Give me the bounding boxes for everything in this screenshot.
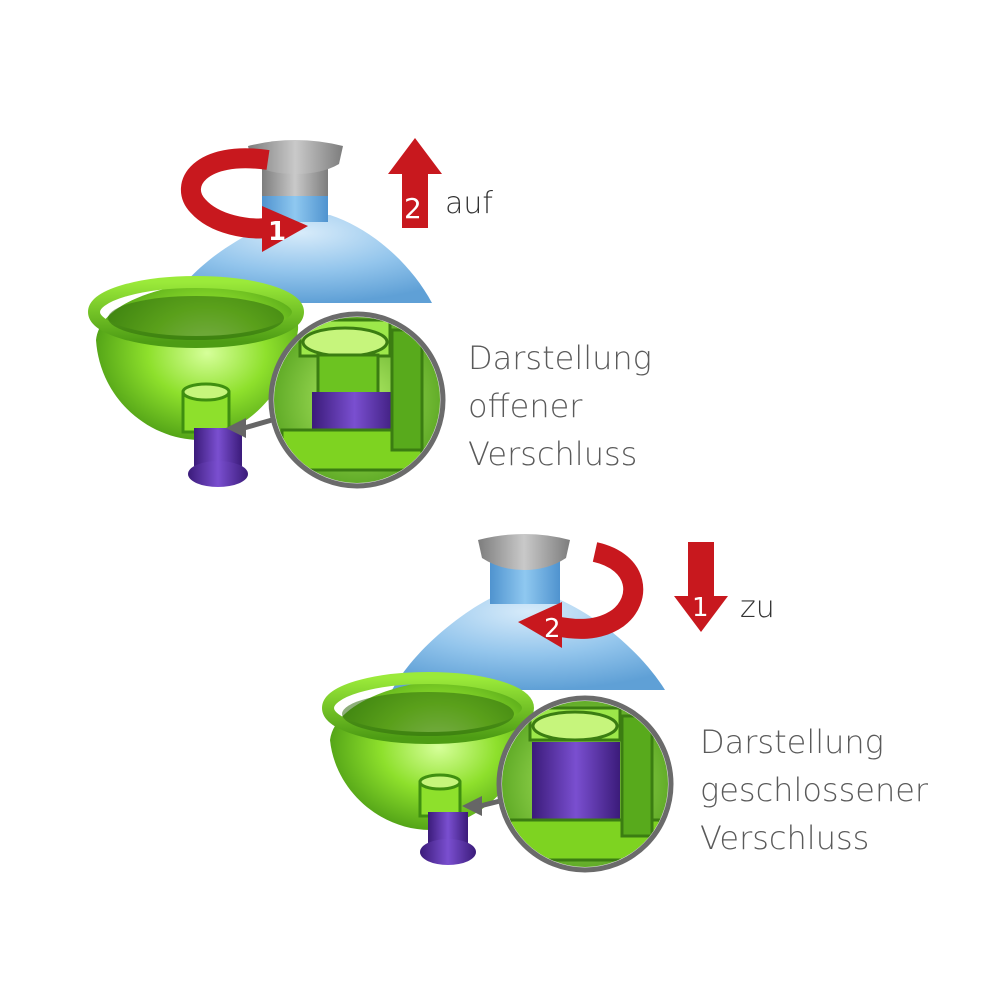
grey-top xyxy=(478,534,570,570)
open-description-line-3: Verschluss xyxy=(468,435,638,473)
open-description: Darstellung offener Verschluss xyxy=(468,334,652,478)
closed-description-line-2: geschlossener xyxy=(700,771,929,809)
open-action-label: auf xyxy=(445,186,493,221)
open-zoom-detail xyxy=(268,311,446,489)
closed-description-line-1: Darstellung xyxy=(700,723,884,761)
step-number-rotate: 1 xyxy=(268,217,286,247)
closed-description: Darstellung geschlossener Verschluss xyxy=(700,718,928,862)
closed-green-bowl xyxy=(322,672,534,865)
closed-action-label: zu xyxy=(740,590,775,625)
rotate-arrow-icon: 1 xyxy=(180,148,308,252)
step-number-arrow: 1 xyxy=(692,593,709,623)
rotate-arrow-icon: 2 xyxy=(518,542,644,648)
arrow-up-icon: 2 xyxy=(388,138,442,228)
open-description-line-2: offener xyxy=(468,387,583,425)
closed-description-line-3: Verschluss xyxy=(700,819,870,857)
step-number-rotate: 2 xyxy=(544,614,561,644)
closed-bottle-cap xyxy=(392,534,665,690)
open-green-bowl xyxy=(88,276,304,487)
grey-top xyxy=(248,140,343,174)
open-description-line-1: Darstellung xyxy=(468,339,652,377)
closed-zoom-detail xyxy=(496,695,674,873)
step-number-arrow: 2 xyxy=(404,192,422,225)
arrow-down-icon: 1 xyxy=(674,542,728,632)
blue-dome xyxy=(392,592,665,690)
